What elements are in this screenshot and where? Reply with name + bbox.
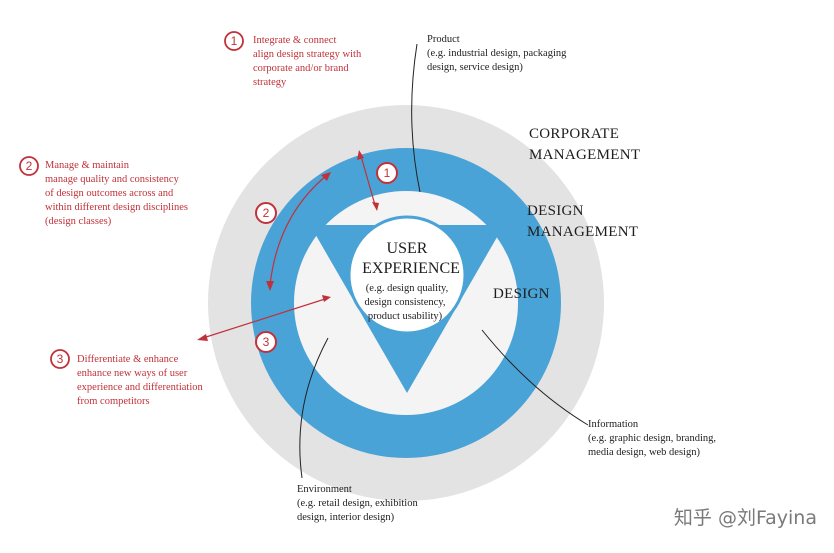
- ux-detail-line-1: (e.g. design quality,: [366, 283, 448, 294]
- marker-3-circle: [255, 331, 277, 353]
- product-callout-line-3: design, service design): [427, 62, 523, 73]
- note-1-number: 1: [231, 34, 238, 48]
- environment-callout-line-3: design, interior design): [297, 512, 395, 523]
- user-experience-circle: [347, 215, 467, 335]
- note-1-line-4: strategy: [253, 77, 287, 88]
- information-connector-line: [481, 329, 589, 426]
- integrate-arrow-head-bottom: [372, 202, 379, 211]
- corporate-management-label-line-2: MANAGEMENT: [529, 147, 640, 163]
- integrate-arrow: [360, 155, 376, 206]
- environment-callout-line-1: Environment: [297, 484, 352, 495]
- information-callout-line-1: Information: [588, 419, 639, 430]
- product-callout-line-1: Product: [427, 34, 460, 45]
- information-callout-line-2: (e.g. graphic design, branding,: [588, 433, 716, 444]
- ux-title-line-2: EXPERIENCE: [362, 260, 460, 277]
- manage-arrow-head-top: [321, 172, 331, 181]
- marker-1: 1: [376, 162, 398, 184]
- note-1-circle: [224, 31, 244, 51]
- environment-callout-line-2: (e.g. retail design, exhibition: [297, 498, 418, 509]
- note-3-number: 3: [57, 352, 64, 366]
- note-2-line-5: (design classes): [45, 216, 112, 227]
- note-2-line-2: manage quality and consistency: [45, 174, 180, 185]
- note-1-line-1: Integrate & connect: [253, 35, 336, 46]
- ux-detail-line-2: design consistency,: [365, 297, 446, 308]
- note-3: 3 Differentiate & enhance enhance new wa…: [50, 349, 203, 407]
- watermark: 知乎 @刘Fayina: [674, 507, 817, 529]
- corporate-management-label-line-1: CORPORATE: [529, 126, 619, 142]
- note-2-circle: [19, 156, 39, 176]
- differentiate-arrow-head-left: [197, 334, 208, 341]
- note-2-line-3: of design outcomes across and: [45, 188, 174, 199]
- marker-2-circle: [255, 202, 277, 224]
- information-callout-line-3: media design, web design): [588, 447, 700, 458]
- differentiate-arrow: [202, 298, 326, 339]
- manage-arrow: [269, 175, 327, 286]
- note-3-line-2: enhance new ways of user: [77, 368, 188, 379]
- marker-3: 3: [255, 331, 277, 353]
- manage-arrow-head-bottom: [266, 281, 274, 291]
- ux-detail-line-3: product usability): [368, 311, 443, 322]
- product-connector-line: [411, 43, 421, 193]
- note-1-line-3: corporate and/or brand: [253, 63, 349, 74]
- marker-2: 2: [255, 202, 277, 224]
- note-2: 2 Manage & maintain manage quality and c…: [19, 156, 188, 227]
- marker-2-number: 2: [263, 206, 270, 220]
- marker-3-number: 3: [263, 335, 270, 349]
- note-3-line-3: experience and differentiation: [77, 382, 203, 393]
- note-2-line-4: within different design disciplines: [45, 202, 188, 213]
- product-callout-line-2: (e.g. industrial design, packaging: [427, 48, 567, 59]
- note-2-line-1: Manage & maintain: [45, 160, 130, 171]
- design-management-label-line-1: DESIGN: [527, 203, 584, 219]
- design-label: DESIGN: [493, 286, 550, 302]
- note-1: 1 Integrate & connect align design strat…: [224, 31, 362, 88]
- note-3-line-4: from competitors: [77, 396, 150, 407]
- marker-1-circle: [376, 162, 398, 184]
- environment-connector-line: [299, 337, 329, 479]
- red-arrows: [197, 150, 379, 341]
- note-3-line-1: Differentiate & enhance: [77, 354, 179, 365]
- integrate-arrow-head-top: [357, 150, 364, 160]
- note-1-line-2: align design strategy with: [253, 49, 362, 60]
- design-management-label-line-2: MANAGEMENT: [527, 224, 638, 240]
- differentiate-arrow-head-right: [322, 295, 331, 302]
- marker-1-number: 1: [384, 166, 391, 180]
- ux-title-line-1: USER: [387, 240, 428, 257]
- note-2-number: 2: [26, 159, 33, 173]
- note-3-circle: [50, 349, 70, 369]
